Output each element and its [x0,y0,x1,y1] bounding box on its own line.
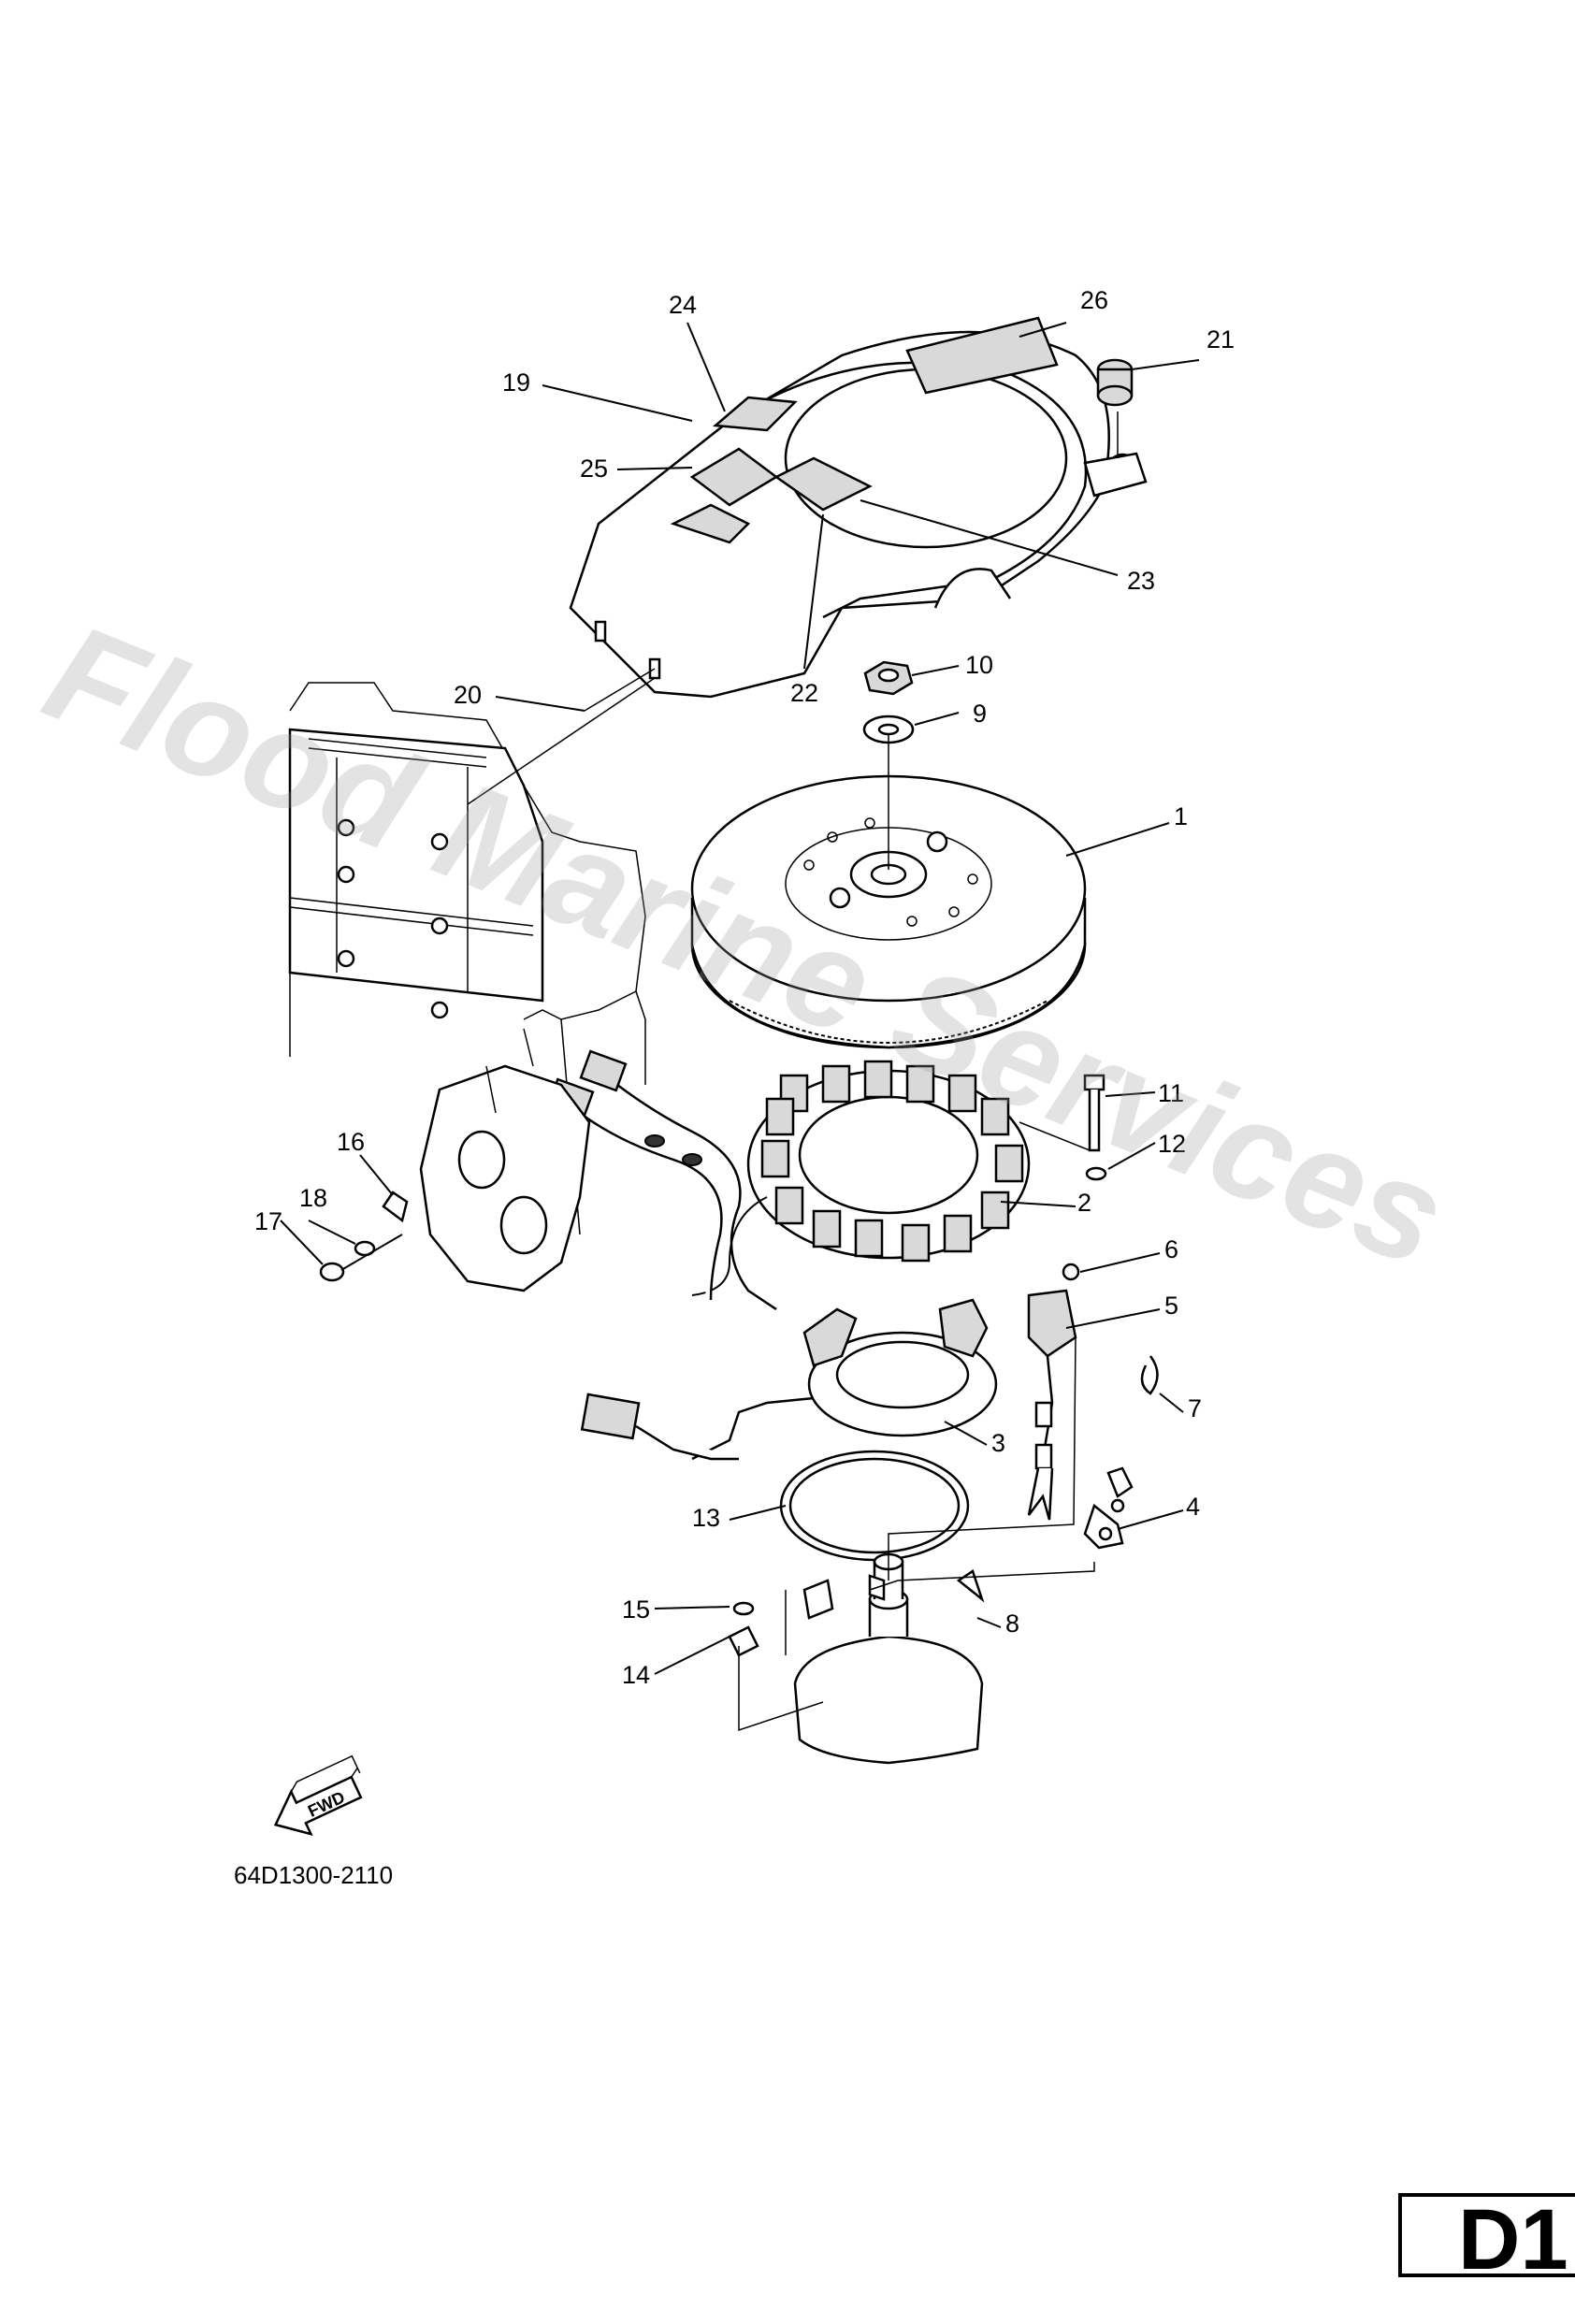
page-badge: D1 [1398,2192,1575,2288]
callout-23: 23 [1127,567,1155,595]
callout-25: 25 [580,455,608,483]
base-assembly-part [728,1552,985,1765]
callout-12: 12 [1158,1130,1186,1158]
callout-1: 1 [1174,802,1188,830]
callout-2: 2 [1077,1189,1091,1217]
diagram-code: 64D1300-2110 [234,1861,394,1889]
callout-19: 19 [502,368,530,397]
callout-3: 3 [991,1429,1005,1457]
retaining-ring-part [779,1450,970,1562]
callout-9: 9 [973,700,987,728]
page-badge-label: D1 [1458,2192,1568,2288]
callout-7: 7 [1188,1394,1202,1422]
ignition-coil-part [1027,1263,1159,1550]
grommet-part [1096,358,1134,407]
callout-10: 10 [965,651,993,679]
callout-11: 11 [1158,1079,1184,1107]
callout-21: 21 [1207,325,1235,354]
callout-6: 6 [1164,1235,1178,1263]
forward-arrow-icon: FWD [273,1754,363,1837]
callout-13: 13 [692,1504,720,1532]
callout-5: 5 [1164,1292,1178,1320]
callout-labels: 1 2 3 4 5 6 7 8 9 10 11 12 13 14 15 16 1… [254,286,1235,1689]
leader-lines [280,322,1200,1732]
engine-block-reference [288,682,646,1235]
callout-20: 20 [454,681,482,709]
callout-16: 16 [337,1128,365,1156]
flywheel-part [690,774,1087,1049]
callout-14: 14 [622,1661,650,1689]
callout-17: 17 [254,1207,282,1235]
flywheel-cover [569,316,1148,699]
callout-8: 8 [1005,1609,1019,1638]
pulser-coil-part [580,1298,998,1461]
watermark-text: Flood Marine Services [26,593,1466,1296]
callout-26: 26 [1080,286,1108,314]
stator-part [691,1060,1031,1296]
callout-22: 22 [790,679,818,707]
callout-15: 15 [622,1595,650,1624]
callout-24: 24 [669,291,697,319]
callout-4: 4 [1186,1493,1200,1521]
stator-bracket [319,1064,591,1292]
nut-and-washer [862,660,915,744]
bolt-and-washer [1083,1074,1107,1181]
callout-18: 18 [299,1184,327,1212]
